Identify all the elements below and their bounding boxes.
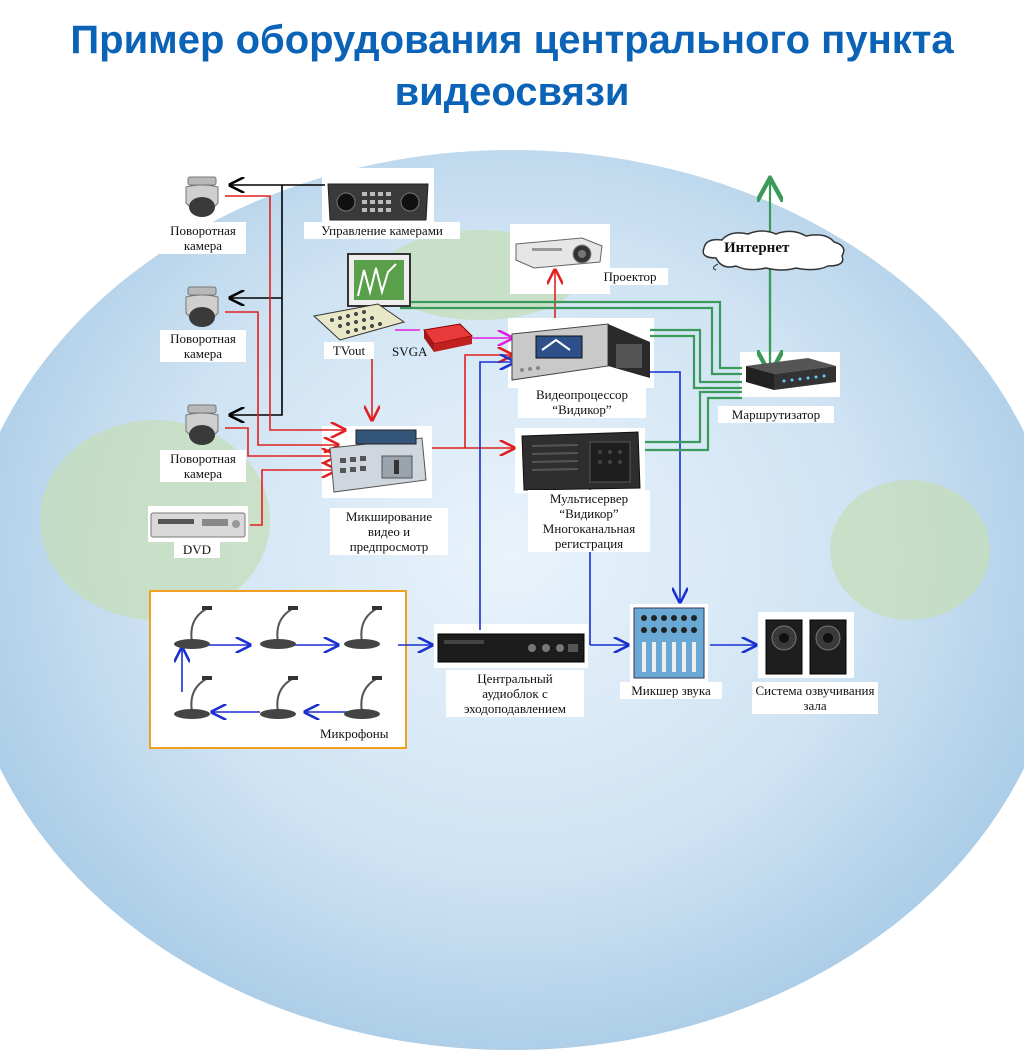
microphone-icon — [260, 606, 298, 649]
microphones-label: Микрофоны — [320, 726, 389, 741]
dome-camera-icon — [185, 176, 219, 217]
router-label: Маршрутизатор — [718, 406, 834, 423]
dvd-player-icon — [150, 512, 246, 538]
camera3-label: Поворотная камера — [160, 450, 246, 482]
multiserver-icon — [521, 431, 641, 491]
microphone-icon — [260, 676, 298, 719]
control-computer-icon — [312, 253, 411, 341]
svga-converter-icon — [423, 323, 474, 352]
microphone-icon — [344, 676, 382, 719]
dome-camera-icon — [185, 286, 219, 327]
svga-label: SVGA — [392, 344, 428, 359]
connection-lines — [0, 0, 1024, 768]
dvd-label: DVD — [174, 541, 220, 558]
mixing-label: Микширование видео и предпросмотр — [330, 508, 448, 555]
projector-label: Проектор — [592, 268, 668, 285]
speakers-label: Система озвучивания зала — [752, 682, 878, 714]
internet-cloud-icon — [702, 230, 845, 271]
multiserver-label: Мультисервер “Видикор” Многоканальная ре… — [528, 490, 650, 552]
videoprocessor-label: Видеопроцессор “Видикор” — [518, 386, 646, 418]
projector-icon — [515, 237, 603, 269]
dome-camera-icon — [185, 404, 219, 445]
microphone-icon — [174, 676, 212, 719]
tvout-label: TVout — [324, 342, 374, 359]
videoprocessor-icon — [511, 323, 650, 381]
sound-mixer-icon — [633, 607, 705, 679]
audio-unit-label: Центральный аудиоблок с эходоподавлением — [446, 670, 584, 717]
microphones-inner-backdrop — [151, 592, 403, 745]
camera-controller-icon — [327, 183, 429, 221]
router-icon — [746, 358, 836, 390]
camera1-label: Поворотная камера — [160, 222, 246, 254]
camera-control-label: Управление камерами — [304, 222, 460, 239]
sound-mixer-label: Микшер звука — [620, 682, 722, 699]
speakers-icon — [765, 619, 847, 675]
land-shape — [830, 480, 990, 620]
page-title: Пример оборудования центрального пункта … — [70, 18, 954, 114]
audio-unit-icon — [437, 633, 585, 663]
camera2-label: Поворотная камера — [160, 330, 246, 362]
microphone-icon — [174, 606, 212, 649]
internet-label: Интернет — [724, 240, 790, 256]
microphone-icon — [344, 606, 382, 649]
video-mixer-icon — [329, 429, 427, 493]
